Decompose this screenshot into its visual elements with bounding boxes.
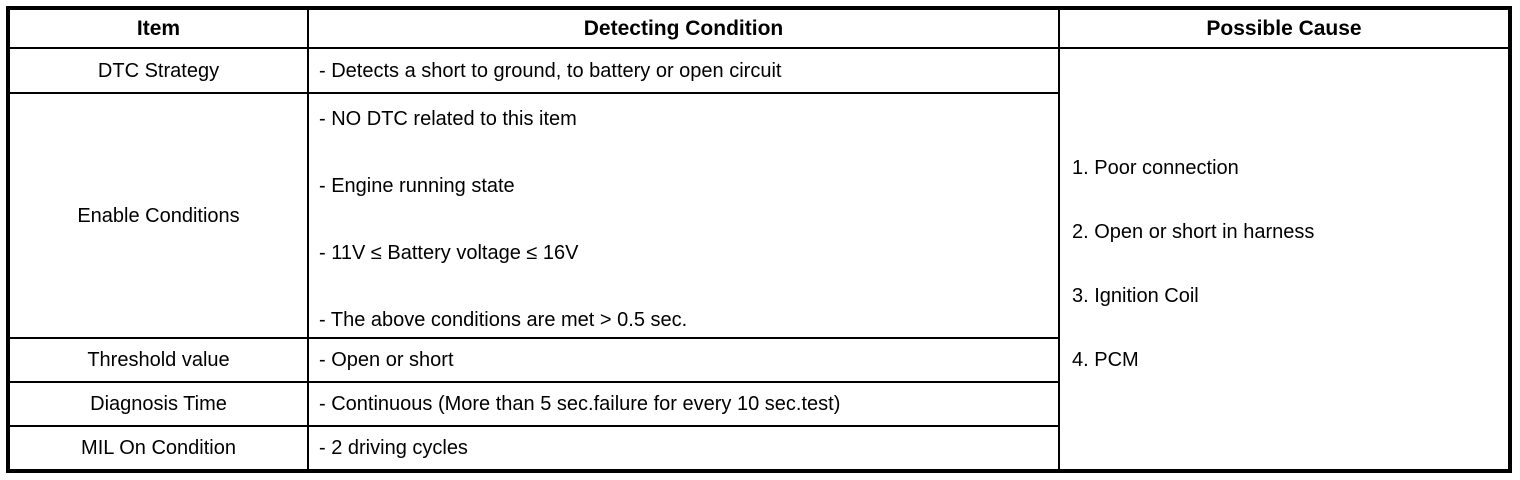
condition-line: - The above conditions are met > 0.5 sec…	[319, 309, 688, 331]
item-label-threshold-value: Threshold value	[7, 337, 309, 383]
table-header-row: Item Detecting Condition Possible Cause	[7, 7, 1511, 49]
condition-line: - NO DTC related to this item	[319, 108, 577, 130]
condition-enable-conditions: - NO DTC related to this item - Engine r…	[307, 92, 1060, 339]
possible-cause-item: 3. Ignition Coil	[1072, 285, 1199, 307]
table-row-dtc-strategy: DTC Strategy - Detects a short to ground…	[7, 47, 1511, 472]
possible-cause-item: 2. Open or short in harness	[1072, 221, 1315, 243]
condition-line: - 11V ≤ Battery voltage ≤ 16V	[319, 242, 579, 264]
item-label-enable-conditions: Enable Conditions	[7, 92, 309, 339]
item-label-diagnosis-time: Diagnosis Time	[7, 381, 309, 427]
item-label-dtc-strategy: DTC Strategy	[7, 47, 309, 94]
column-header-possible-cause: Possible Cause	[1058, 7, 1511, 49]
item-label-mil-on-condition: MIL On Condition	[7, 425, 309, 472]
condition-mil-on-condition: - 2 driving cycles	[307, 425, 1060, 472]
table-row-diagnosis-time: Diagnosis Time - Continuous (More than 5…	[7, 381, 1510, 427]
table-row-threshold-value: Threshold value - Open or short	[7, 337, 1510, 383]
enable-condition-lines: - NO DTC related to this item - Engine r…	[319, 95, 1057, 336]
possible-cause-item: 4. PCM	[1072, 349, 1139, 371]
condition-threshold-value: - Open or short	[307, 337, 1060, 383]
possible-cause-item: 1. Poor connection	[1072, 157, 1239, 179]
column-header-item: Item	[7, 7, 309, 49]
condition-dtc-strategy: - Detects a short to ground, to battery …	[307, 47, 1060, 94]
table-row-mil-on-condition: MIL On Condition - 2 driving cycles	[7, 425, 1510, 472]
dtc-detecting-condition-table: Item Detecting Condition Possible Cause …	[6, 6, 1512, 473]
possible-cause-list: 1. Poor connection 2. Open or short in h…	[1061, 148, 1508, 371]
condition-line: - Engine running state	[319, 175, 515, 197]
table-row-enable-conditions: Enable Conditions - NO DTC related to th…	[7, 92, 1510, 339]
condition-diagnosis-time: - Continuous (More than 5 sec.failure fo…	[307, 381, 1060, 427]
column-header-detecting-condition: Detecting Condition	[307, 7, 1060, 49]
possible-cause-cell: 1. Poor connection 2. Open or short in h…	[1058, 47, 1511, 472]
